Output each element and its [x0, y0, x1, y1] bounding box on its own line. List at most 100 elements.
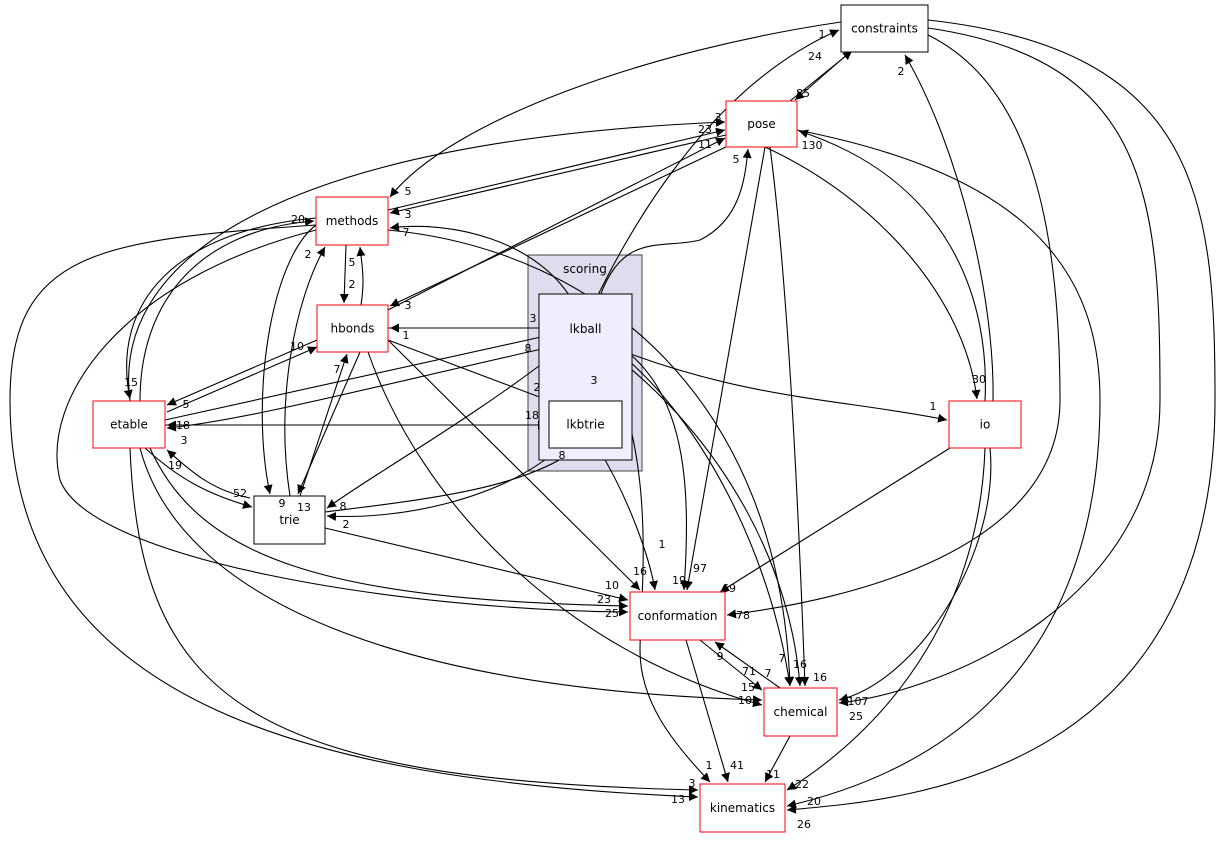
edge-count-label[interactable]: 1: [403, 329, 410, 342]
edge-io-to-pose[interactable]: [798, 129, 986, 402]
edge-count-label[interactable]: 41: [730, 759, 744, 772]
edge-pose-to-io[interactable]: [764, 146, 981, 400]
edge-count-label[interactable]: 2: [305, 248, 312, 261]
edge-lkball-to-chemical[interactable]: [621, 354, 794, 687]
edge-etable-to-methods[interactable]: [139, 217, 315, 402]
edge-count-label[interactable]: 11: [766, 768, 780, 781]
edge-lkbtrie-to-conformation[interactable]: [597, 447, 658, 591]
edge-methods-to-chemical[interactable]: [387, 229, 795, 687]
edge-constraints-to-chemical[interactable]: [838, 27, 1161, 707]
edge-lkbtrie-to-trie[interactable]: [326, 447, 561, 521]
node-io[interactable]: io: [948, 400, 1022, 449]
edge-etable-to-hbonds[interactable]: [166, 346, 318, 413]
edge-trie-to-conformation[interactable]: [324, 527, 629, 603]
node-etable[interactable]: etable: [92, 400, 166, 449]
edge-pose-to-chemical[interactable]: [769, 146, 810, 687]
node-kinematics[interactable]: kinematics: [699, 783, 786, 833]
edge-count-label[interactable]: 22: [795, 778, 809, 791]
edge-count-label[interactable]: 130: [802, 139, 823, 152]
edge-count-label[interactable]: 5: [349, 256, 356, 269]
edge-count-label[interactable]: 1: [706, 759, 713, 772]
edge-methods-to-hbonds[interactable]: [339, 244, 349, 304]
edge-count-label[interactable]: 1: [930, 400, 937, 413]
edge-io-to-kinematics[interactable]: [786, 447, 986, 791]
edge-count-label[interactable]: 7: [403, 226, 410, 239]
edge-lkball-to-conformation[interactable]: [624, 349, 690, 591]
edge-io-to-constraints[interactable]: [904, 54, 994, 402]
edge-constraints-to-conformation[interactable]: [726, 34, 1061, 619]
edge-count-label[interactable]: 8: [559, 449, 566, 462]
edge-count-label[interactable]: 24: [808, 50, 822, 63]
edge-count-label[interactable]: 8: [340, 500, 347, 513]
edge-count-label[interactable]: 25: [849, 710, 863, 723]
edge-count-label[interactable]: 2: [898, 65, 905, 78]
edge-etable-to-kinematics[interactable]: [129, 447, 699, 795]
edge-hbonds-to-methods[interactable]: [356, 246, 366, 306]
edge-count-label[interactable]: 10: [290, 340, 304, 353]
edge-count-label[interactable]: 26: [797, 818, 811, 831]
edge-count-label[interactable]: 2: [349, 278, 356, 291]
edge-count-label[interactable]: 13: [297, 501, 311, 514]
edge-hbonds-to-pose[interactable]: [387, 137, 726, 311]
edge-trie-to-etable[interactable]: [166, 449, 251, 499]
edge-etable-to-trie[interactable]: [144, 447, 253, 509]
edge-etable-to-lkball[interactable]: [164, 332, 551, 421]
edge-conformation-to-chemical[interactable]: [699, 639, 763, 691]
edge-chemical-to-conformation[interactable]: [714, 641, 781, 689]
edge-hbonds-to-chemical[interactable]: [367, 351, 763, 707]
edge-count-label[interactable]: 52: [233, 487, 247, 500]
edge-hbonds-to-lkbtrie[interactable]: [387, 339, 551, 403]
edge-lkball-to-trie[interactable]: [326, 349, 561, 509]
edge-count-label[interactable]: 10: [738, 694, 752, 707]
edge-count-label[interactable]: 3: [181, 434, 188, 447]
edge-count-label[interactable]: 3: [405, 208, 412, 221]
edge-constraints-to-methods[interactable]: [389, 21, 842, 198]
node-hbonds[interactable]: hbonds: [316, 304, 389, 353]
edge-io-to-chemical[interactable]: [838, 447, 992, 703]
edge-chemical-to-kinematics[interactable]: [764, 735, 791, 783]
edge-lkball-to-io[interactable]: [619, 349, 948, 423]
edge-pose-to-conformation[interactable]: [684, 146, 766, 591]
edge-count-label[interactable]: 3: [689, 777, 696, 790]
edge-count-label[interactable]: 11: [698, 138, 712, 151]
edge-io-to-conformation[interactable]: [719, 447, 951, 593]
edge-methods-to-conformation[interactable]: [56, 229, 629, 617]
edge-count-label[interactable]: 97: [693, 562, 707, 575]
node-conformation[interactable]: conformation: [629, 591, 726, 641]
edge-count-label[interactable]: 19: [672, 574, 686, 587]
edge-lkball-to-etable[interactable]: [166, 344, 561, 432]
edge-etable-to-chemical[interactable]: [139, 447, 763, 705]
edge-methods-to-kinematics[interactable]: [9, 224, 699, 802]
edge-count-label[interactable]: 3: [530, 312, 537, 325]
edge-count-label[interactable]: 78: [736, 609, 750, 622]
edge-count-label[interactable]: 16: [813, 671, 827, 684]
edge-count-label[interactable]: 23: [698, 123, 712, 136]
edge-count-label[interactable]: 9: [279, 497, 286, 510]
edge-hbonds-to-conformation[interactable]: [387, 339, 641, 591]
edge-count-label[interactable]: 18: [525, 409, 539, 422]
edge-count-label[interactable]: 7: [765, 667, 772, 680]
edge-conformation-to-kinematics[interactable]: [685, 639, 730, 783]
edge-pose-to-hbonds[interactable]: [389, 144, 731, 307]
edge-count-label[interactable]: 13: [671, 793, 685, 806]
edge-count-label[interactable]: 85: [796, 87, 810, 100]
edge-count-label[interactable]: 10: [605, 579, 619, 592]
edge-methods-to-etable[interactable]: [123, 217, 317, 400]
edge-hbonds-to-trie[interactable]: [297, 351, 361, 495]
edge-pose-to-kinematics[interactable]: [786, 129, 1101, 809]
edge-count-label[interactable]: 5: [733, 153, 740, 166]
edge-count-label[interactable]: 15: [741, 681, 755, 694]
edge-count-label[interactable]: 3: [715, 111, 722, 124]
node-constraints[interactable]: constraints: [840, 4, 929, 53]
edge-methods-to-pose[interactable]: [387, 127, 726, 211]
edge-etable-to-conformation[interactable]: [149, 447, 629, 611]
edge-count-label[interactable]: 23: [597, 593, 611, 606]
edge-count-label[interactable]: 71: [742, 665, 756, 678]
edge-lkball-to-pose[interactable]: [596, 148, 752, 306]
edge-count-label[interactable]: 1: [819, 28, 826, 41]
node-chemical[interactable]: chemical: [763, 687, 838, 737]
edge-count-label[interactable]: 5: [183, 398, 190, 411]
node-methods[interactable]: methods: [315, 196, 389, 246]
edge-count-label[interactable]: 5: [405, 185, 412, 198]
edge-count-label[interactable]: 69: [722, 582, 736, 595]
